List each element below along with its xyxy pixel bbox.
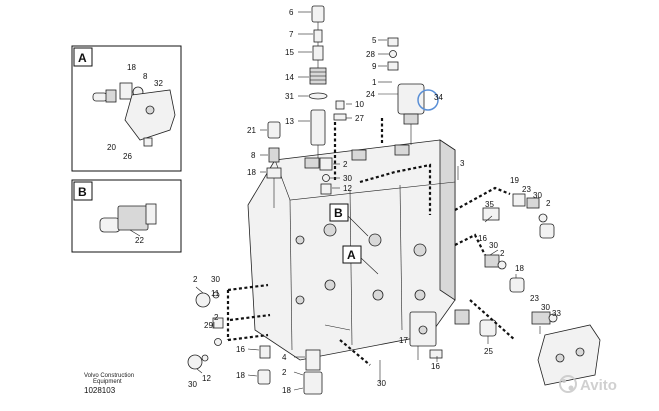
center-fittings: [319, 100, 347, 195]
callout-label: 18: [236, 371, 245, 380]
left-side-parts: [187, 291, 381, 395]
callout-label: 2: [282, 368, 287, 377]
callout-label: 28: [366, 50, 375, 59]
inset-a-letter: A: [78, 51, 87, 65]
callout-label: 3: [460, 159, 465, 168]
footer-line2: Equipment: [93, 379, 122, 385]
section-tag-b: B: [329, 203, 369, 237]
watermark: Avito: [559, 375, 617, 394]
callout-label: 12: [202, 374, 211, 383]
callout-label: 12: [343, 184, 352, 193]
callout-label: 10: [355, 100, 364, 109]
callout-label: 8: [143, 72, 148, 81]
callout-label: 6: [289, 8, 294, 17]
callout-label: 33: [552, 309, 561, 318]
top-spool-stack: [308, 5, 328, 158]
callout-label: 21: [247, 126, 256, 135]
callout-label: 18: [515, 264, 524, 273]
callout-label: 30: [188, 380, 197, 389]
callout-label: 34: [434, 93, 443, 102]
section-tag-a-letter: A: [347, 248, 356, 262]
callout-label: 29: [204, 321, 213, 330]
callout-label: 15: [285, 48, 294, 57]
callout-label: 7: [289, 30, 294, 39]
inset-b: B: [71, 179, 182, 253]
callout-label: 24: [366, 90, 375, 99]
callout-label: 30: [489, 241, 498, 250]
callout-label: 23: [530, 294, 539, 303]
callout-label: 2: [343, 160, 348, 169]
callout-labels: 6 7 15 14 31 13 21 8 18 5 28 9 1 24 34 1…: [188, 8, 561, 395]
callout-label: 18: [282, 386, 291, 395]
callout-label: 30: [533, 191, 542, 200]
callout-label: 18: [247, 168, 256, 177]
callout-label: 27: [355, 114, 364, 123]
callout-label: 4: [282, 353, 287, 362]
callout-label: 31: [285, 92, 294, 101]
callout-label: 30: [211, 275, 220, 284]
callout-label: 30: [377, 379, 386, 388]
callout-label: 14: [285, 73, 294, 82]
leader-lines: [195, 11, 541, 391]
callout-label: 30: [343, 174, 352, 183]
callout-label: 13: [285, 117, 294, 126]
footer-line1: Volvo Construction: [84, 373, 134, 379]
callout-label: 35: [485, 200, 494, 209]
assembly-dashes: [226, 118, 516, 366]
callout-label: 2: [193, 275, 198, 284]
callout-label: 25: [484, 347, 493, 356]
callout-label: 2: [500, 249, 505, 258]
inset-a: A: [71, 45, 182, 172]
highlight-circle: [417, 89, 439, 111]
callout-label: 22: [135, 236, 144, 245]
callout-label: 16: [478, 234, 487, 243]
callout-label: 17: [399, 336, 408, 345]
callout-label: 16: [431, 362, 440, 371]
callout-label: 2: [214, 313, 219, 322]
callout-label: 32: [154, 79, 163, 88]
watermark-text: Avito: [580, 377, 617, 394]
callout-label: 30: [541, 303, 550, 312]
callout-label: 1: [372, 78, 377, 87]
callout-label: 19: [510, 176, 519, 185]
drawing-number: 1028103: [84, 386, 116, 395]
right-side-parts: [409, 193, 601, 386]
callout-label: 8: [251, 151, 256, 160]
callout-label: 16: [236, 345, 245, 354]
inset-b-letter: B: [78, 185, 87, 199]
section-tag-b-letter: B: [334, 206, 343, 220]
left-spool-stack: [266, 121, 282, 208]
drawing-footer: Volvo Construction Equipment 1028103: [84, 373, 134, 395]
callout-label: 2: [546, 199, 551, 208]
callout-label: 18: [127, 63, 136, 72]
callout-label: 20: [107, 143, 116, 152]
relief-valve: [387, 37, 425, 145]
callout-label: 5: [372, 36, 377, 45]
callout-label: 9: [372, 62, 377, 71]
callout-label: 26: [123, 152, 132, 161]
section-tag-a: A: [342, 245, 379, 275]
callout-label: 23: [522, 185, 531, 194]
callout-label: 11: [211, 289, 220, 298]
